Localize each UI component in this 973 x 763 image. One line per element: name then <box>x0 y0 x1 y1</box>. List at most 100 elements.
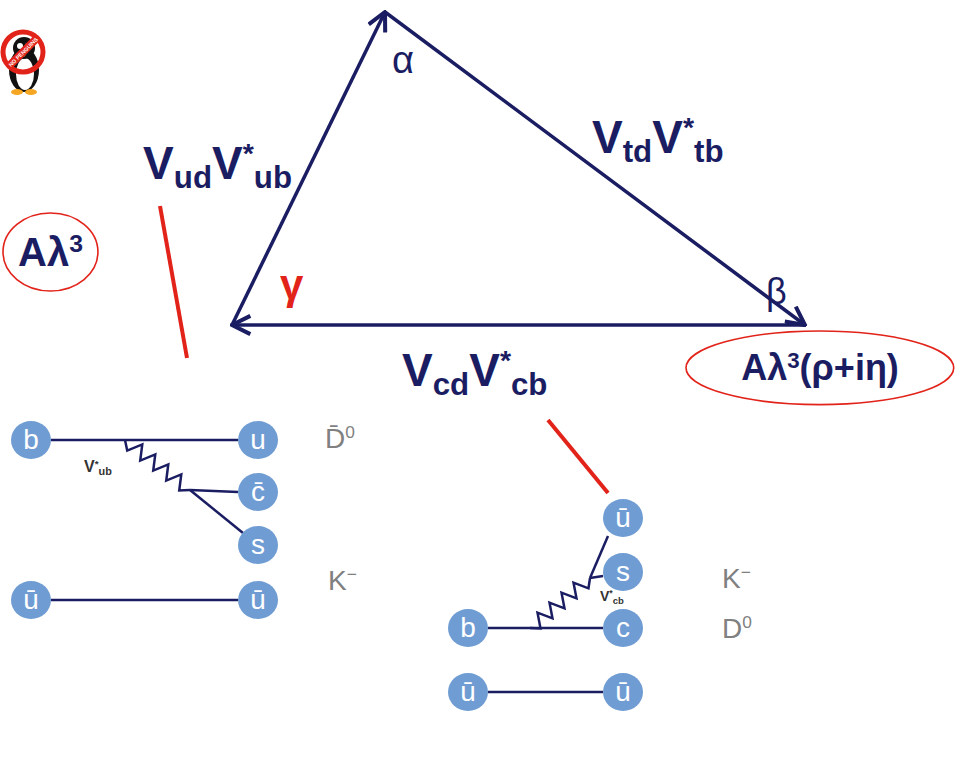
ckm-product: VudV*ub <box>143 138 292 189</box>
text-part: u <box>250 424 266 455</box>
text-part: V <box>469 344 500 396</box>
particle-circle: c̄ <box>238 473 278 511</box>
text-part: V <box>84 458 95 475</box>
particle-label: ū <box>23 585 39 616</box>
text-part: V <box>212 137 243 189</box>
text-part: c <box>616 612 630 643</box>
particle-label: ū <box>460 677 476 708</box>
text-part: K <box>722 563 741 594</box>
text-part: s <box>616 556 630 587</box>
quark-line <box>190 490 238 492</box>
particle-circle: u <box>238 421 278 459</box>
ckm-product: VtdV*tb <box>592 112 724 163</box>
particle-circle: s <box>238 526 278 564</box>
quark-line <box>51 599 238 602</box>
text-part: V <box>402 344 433 396</box>
particle-label: u <box>250 425 266 456</box>
angle-label: β <box>766 272 787 312</box>
text-part: cd <box>433 367 470 402</box>
text-part: c̄ <box>251 476 265 507</box>
ckm-factor: Aλ3 <box>18 230 83 274</box>
quark-line <box>488 627 603 630</box>
highlight-ellipse: Aλ3(ρ+iη) <box>685 330 955 406</box>
text-part: cb <box>511 367 548 402</box>
text-part: 0 <box>345 422 355 442</box>
text-part: Aλ <box>18 230 69 274</box>
vertex-label: V*ub <box>84 458 112 476</box>
particle-label: c̄ <box>251 477 265 508</box>
particle-circle: b <box>448 609 488 647</box>
text-part: D̄ <box>325 423 345 454</box>
text-part: − <box>741 562 751 582</box>
text-part: α <box>392 39 414 81</box>
w-boson-line <box>125 440 190 491</box>
text-part: − <box>347 564 357 584</box>
text-part: D <box>722 613 742 644</box>
text-part: K <box>328 565 347 596</box>
text-part: b <box>460 612 476 643</box>
particle-label: ū <box>250 585 266 616</box>
text-part: V <box>143 137 174 189</box>
text-part: * <box>500 344 511 376</box>
text-part: tb <box>694 134 724 169</box>
particle-label: s <box>251 530 265 561</box>
text-part: ū <box>250 584 266 615</box>
particle-label: s <box>616 557 630 588</box>
meson-label: D̄0 <box>325 424 355 455</box>
text-part: V <box>652 111 683 163</box>
quark-line <box>590 576 603 578</box>
triangle-side <box>232 12 385 325</box>
particle-circle: ū <box>11 581 51 619</box>
unitarity-triangle <box>232 12 805 325</box>
text-part: V <box>592 111 623 163</box>
particle-label: ū <box>615 677 631 708</box>
text-part: β <box>766 271 787 312</box>
text-part: ū <box>615 676 631 707</box>
particle-label: b <box>460 613 476 644</box>
text-part: 3 <box>787 348 799 373</box>
text-part: V <box>600 588 609 604</box>
text-part: 0 <box>742 612 752 632</box>
text-part: b <box>23 424 39 455</box>
text-part: td <box>623 134 653 169</box>
leader-line <box>548 420 608 493</box>
angle-label: γ <box>280 262 303 308</box>
ckm-factor: Aλ3(ρ+iη) <box>741 348 899 388</box>
text-part: ub <box>254 160 292 195</box>
text-part: ū <box>460 676 476 707</box>
meson-label: K− <box>722 564 751 595</box>
vertex-label: V*cb <box>600 589 624 604</box>
quark-line <box>51 439 238 442</box>
angle-label: α <box>392 40 414 82</box>
text-part: * <box>95 458 99 469</box>
particle-label: ū <box>615 503 631 534</box>
particle-circle: ū <box>238 581 278 619</box>
w-boson-line <box>530 578 590 628</box>
text-part: * <box>609 588 612 598</box>
triangle-side <box>232 323 805 327</box>
text-part: ū <box>615 502 631 533</box>
text-part: γ <box>280 261 303 308</box>
text-part: cb <box>613 595 624 606</box>
particle-circle: s <box>603 553 643 591</box>
text-part: ū <box>23 584 39 615</box>
text-part: 3 <box>69 230 83 257</box>
text-part: * <box>683 111 694 143</box>
ckm-product: VcdV*cb <box>402 345 547 396</box>
particle-label: b <box>23 425 39 456</box>
particle-circle: c <box>603 609 643 647</box>
quark-line <box>190 490 243 533</box>
particle-circle: ū <box>448 673 488 711</box>
quark-line <box>488 691 603 694</box>
triangle-side <box>385 12 805 325</box>
meson-label: K− <box>328 566 357 597</box>
meson-label: D0 <box>722 614 752 645</box>
particle-label: c <box>616 613 630 644</box>
particle-circle: ū <box>603 673 643 711</box>
leader-line <box>160 206 187 358</box>
text-part: * <box>243 137 254 169</box>
no-penguin-icon <box>3 32 43 95</box>
highlight-ellipse: Aλ3 <box>2 212 99 292</box>
text-part: s <box>251 529 265 560</box>
text-part: ud <box>174 160 212 195</box>
